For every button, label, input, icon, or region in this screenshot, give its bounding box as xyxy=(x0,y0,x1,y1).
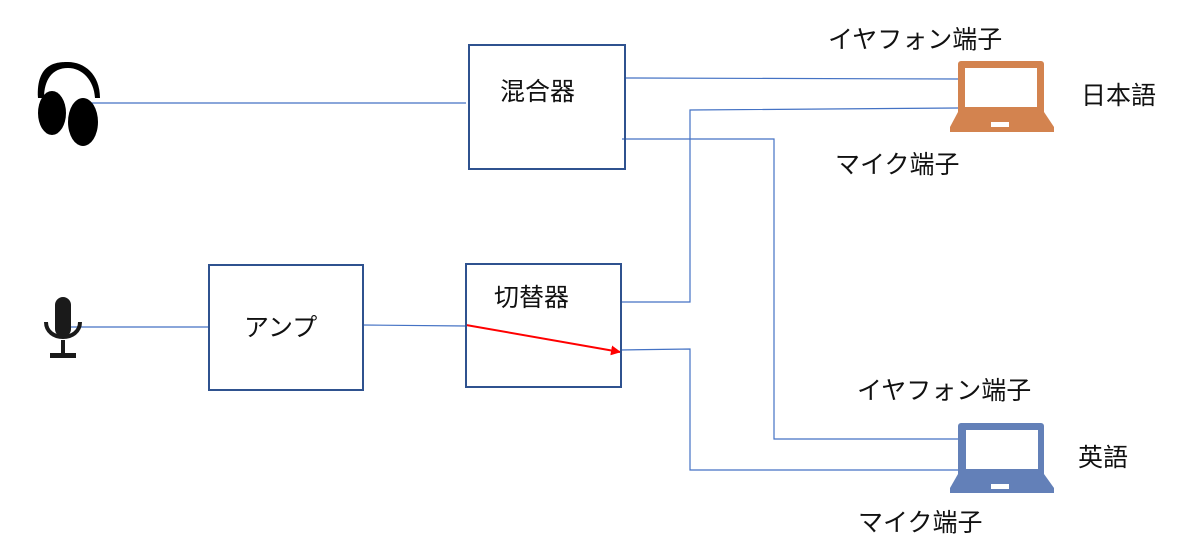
jp-mic-port-label: マイク端子 xyxy=(835,150,960,179)
jp-language-label: 日本語 xyxy=(1081,81,1157,110)
wire-mixer-en-earphone xyxy=(622,138,958,440)
wire-switcher-en-mic xyxy=(619,348,964,471)
mixer-label: 混合器 xyxy=(500,77,576,106)
en-language-label: 英語 xyxy=(1078,443,1129,472)
switcher-label: 切替器 xyxy=(494,283,570,312)
wire-switcher-jp-mic xyxy=(620,107,959,303)
switcher-box xyxy=(465,263,622,388)
microphone-icon xyxy=(44,297,82,358)
wire-amp-switcher xyxy=(361,324,467,327)
laptop-icon-english xyxy=(950,423,1054,493)
amp-box xyxy=(208,264,364,391)
wire-mixer-jp-earphone xyxy=(624,77,960,80)
mixer-box xyxy=(468,44,626,170)
headphones-icon xyxy=(37,62,100,146)
laptop-icon-japanese xyxy=(950,61,1054,132)
en-mic-port-label: マイク端子 xyxy=(858,508,983,537)
jp-earphone-port-label: イヤフォン端子 xyxy=(828,25,1003,54)
switch-arrow xyxy=(465,324,621,356)
en-earphone-port-label: イヤフォン端子 xyxy=(857,376,1032,405)
amp-label: アンプ xyxy=(244,313,318,342)
